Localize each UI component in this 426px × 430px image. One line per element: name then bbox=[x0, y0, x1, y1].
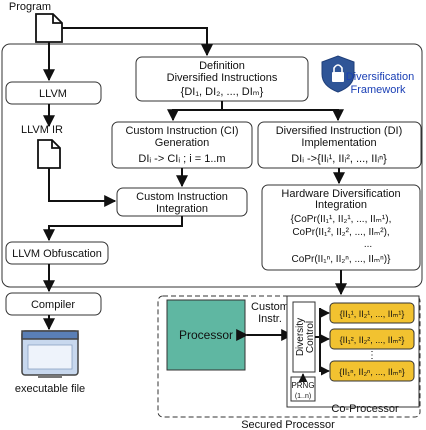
di-mapping: DIᵢ ->{IIᵢ¹, IIᵢ², ..., IIᵢⁿ} bbox=[291, 153, 387, 165]
executable-label: executable file bbox=[15, 383, 85, 395]
ci-subtitle: Generation bbox=[155, 137, 209, 149]
processor-block bbox=[166, 299, 246, 371]
hw-subtitle: Integration bbox=[315, 199, 367, 211]
ci-mapping: DIᵢ -> CIᵢ ; i = 1..m bbox=[138, 153, 225, 165]
integration-subtitle: Integration bbox=[156, 203, 208, 215]
ii-row-1-box bbox=[329, 302, 415, 324]
diversity-control-2: Control bbox=[305, 321, 316, 353]
custom-instr-2: Instr. bbox=[258, 313, 282, 325]
llvm-label: LLVM bbox=[39, 88, 67, 100]
framework-frame bbox=[1, 43, 423, 288]
arrow-program-definition bbox=[62, 27, 213, 57]
definition-set: {DI₁, DI₂, ..., DIₘ} bbox=[181, 86, 264, 98]
compiler-label: Compiler bbox=[31, 299, 75, 311]
processor-label: Processor bbox=[179, 328, 233, 342]
arrow-ir-integration bbox=[48, 168, 117, 207]
definition-title: Definition bbox=[199, 60, 245, 72]
lock-icon bbox=[321, 55, 355, 93]
hw-set-2: CoPr(II₁², II₂², ..., IIₘ²), bbox=[292, 227, 389, 238]
document-icon bbox=[37, 139, 61, 169]
custom-instr-1: Custom bbox=[251, 301, 289, 313]
llvm-box bbox=[5, 81, 102, 105]
hw-title: Hardware Diversification bbox=[281, 188, 400, 200]
arrow-definition-ci bbox=[167, 101, 223, 122]
ii-row-2-label: {II₁², II₂², ..., IIₘ²} bbox=[340, 335, 405, 345]
diversity-control-1: Diversity bbox=[295, 318, 306, 356]
ii-row-n-box bbox=[329, 360, 415, 382]
di-subtitle: Implementation bbox=[301, 137, 376, 149]
definition-subtitle: Diversified Instructions bbox=[167, 72, 278, 84]
hw-set-dots: ... bbox=[364, 239, 372, 250]
coprocessor-label: Co-Processor bbox=[331, 403, 399, 415]
hw-set-n: CoPr(II₁ⁿ, II₂ⁿ, ..., IIₘⁿ)} bbox=[292, 254, 392, 265]
monitor-icon bbox=[21, 330, 79, 378]
framework-label-1: Diversification bbox=[346, 71, 414, 83]
ii-row-1-label: {II₁¹, II₂¹, ..., IIₘ¹} bbox=[340, 309, 405, 319]
ii-row-n-label: {II₁ⁿ, II₂ⁿ, ..., IIₘⁿ} bbox=[339, 367, 405, 377]
ii-dots: ⋮ bbox=[367, 350, 377, 361]
arrow-integration-obfuscation bbox=[43, 216, 183, 242]
framework-label-2: Framework bbox=[350, 84, 406, 96]
hw-set-1: {CoPr(II₁¹, II₂¹, ..., IIₘ¹), bbox=[291, 214, 392, 225]
prng-label: PRNG bbox=[291, 381, 314, 390]
secured-processor-label: Secured Processor bbox=[241, 419, 335, 430]
ii-row-2-box bbox=[329, 328, 415, 350]
document-icon bbox=[35, 13, 63, 43]
compiler-box bbox=[5, 292, 102, 316]
arrow-definition-di bbox=[222, 109, 344, 122]
prng-range: (1..n) bbox=[295, 393, 311, 400]
llvm-obfuscation-box bbox=[5, 241, 109, 265]
ci-title: Custom Instruction (CI) bbox=[125, 125, 238, 137]
program-label: Program bbox=[9, 1, 51, 13]
di-title: Diversified Instruction (DI) bbox=[276, 125, 403, 137]
llvm-ir-label: LLVM IR bbox=[21, 124, 63, 136]
integration-title: Custom Instruction bbox=[136, 191, 228, 203]
llvm-obfuscation-label: LLVM Obfuscation bbox=[12, 248, 102, 260]
